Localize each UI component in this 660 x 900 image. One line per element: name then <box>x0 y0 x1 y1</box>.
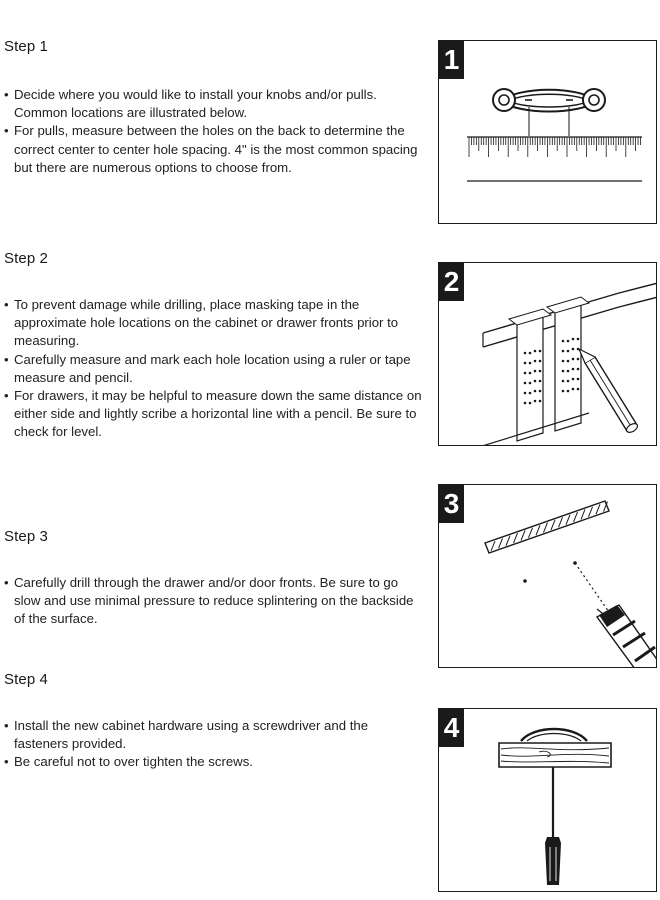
step-4-instructions: Install the new cabinet hardware using a… <box>4 717 424 772</box>
pull-handle-ruler-icon <box>467 88 642 182</box>
pencil-icon <box>577 347 639 433</box>
step-1-bullet-2: For pulls, measure between the holes on … <box>4 122 424 177</box>
masking-tape-pencil-icon <box>482 282 656 445</box>
step-4-number-badge: 4 <box>439 709 464 747</box>
masking-tape-strip <box>490 501 608 552</box>
step-1-illustration: 1 <box>438 40 657 224</box>
step-2-bullet-2: Carefully measure and mark each hole loc… <box>4 351 424 387</box>
step-2-illustration: 2 <box>438 262 657 446</box>
screwdriver-icon <box>498 727 612 885</box>
step-3-title: Step 3 <box>4 528 48 545</box>
step-4-illustration: 4 <box>438 708 657 892</box>
step-4-bullet-1: Install the new cabinet hardware using a… <box>4 717 424 753</box>
tape-hole-marks <box>523 337 580 405</box>
power-drill <box>595 604 656 667</box>
step-2-instructions: To prevent damage while drilling, place … <box>4 296 424 442</box>
step-3-illustration: 3 <box>438 484 657 668</box>
step-3-number-badge: 3 <box>439 485 464 523</box>
step-1-bullet-1: Decide where you would like to install y… <box>4 86 424 122</box>
step-3-bullet-1: Carefully drill through the drawer and/o… <box>4 574 424 629</box>
step-4-title: Step 4 <box>4 671 48 688</box>
step-1-instructions: Decide where you would like to install y… <box>4 86 424 177</box>
step-2-bullet-3: For drawers, it may be helpful to measur… <box>4 387 424 442</box>
step-2-number-badge: 2 <box>439 263 464 301</box>
drill-icon <box>484 500 656 667</box>
step-2-bullet-1: To prevent damage while drilling, place … <box>4 296 424 351</box>
step-4-bullet-2: Be careful not to over tighten the screw… <box>4 753 424 771</box>
ruler <box>468 137 641 157</box>
step-1-number-badge: 1 <box>439 41 464 79</box>
step-3-instructions: Carefully drill through the drawer and/o… <box>4 574 424 629</box>
step-1-title: Step 1 <box>4 38 48 55</box>
step-2-title: Step 2 <box>4 250 48 267</box>
